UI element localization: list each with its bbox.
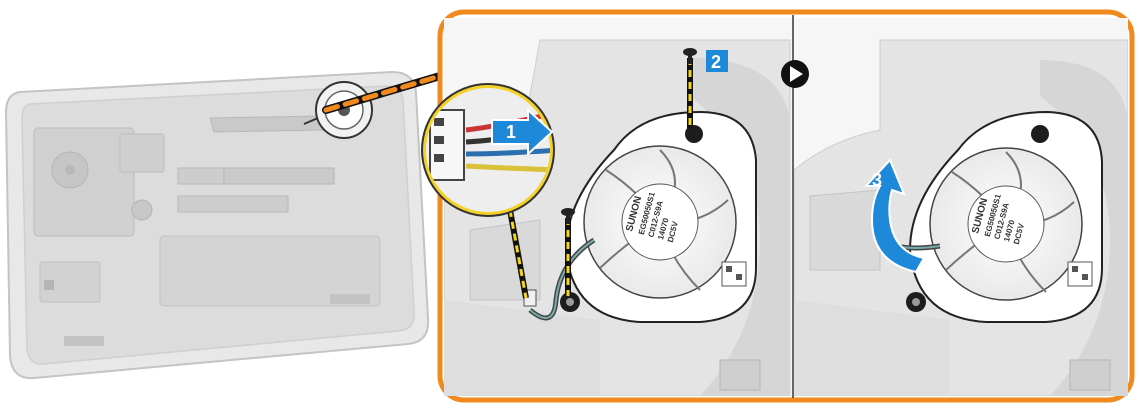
step-3-number: 3 [872, 170, 882, 190]
step-2-number: 2 [711, 52, 721, 72]
step-1-number: 1 [506, 122, 516, 142]
step-2-badge: 2 [706, 50, 728, 72]
laptop-overview [6, 72, 428, 378]
next-arrow-icon [781, 60, 809, 88]
